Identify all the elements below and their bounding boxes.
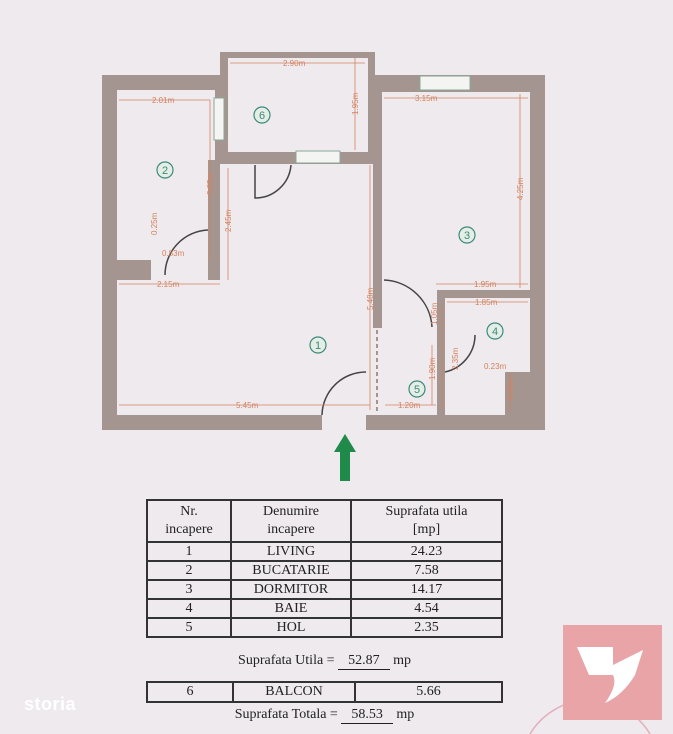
cell-name: LIVING — [230, 541, 352, 562]
dim-hall-depth: 1.90m — [428, 357, 437, 380]
bedroom-door — [383, 279, 433, 328]
cell-area: 4.54 — [350, 598, 503, 619]
dim-kitchen-height: 3.85m — [206, 172, 215, 195]
header-area: Suprafata utila — [385, 504, 468, 519]
dim-kitchen-door-offset: 0.25m — [150, 212, 159, 235]
bedroom-window — [419, 75, 471, 91]
dim-bath-height: 2.35m — [451, 347, 460, 370]
cell-nr: 5 — [146, 617, 232, 638]
header-area-unit: [mp] — [412, 522, 441, 537]
header-name-sub: incapere — [267, 522, 315, 537]
cell-area: 24.23 — [350, 541, 503, 562]
doors — [164, 164, 476, 416]
cell-name: BALCON — [232, 681, 356, 703]
bird-logo-icon — [577, 647, 643, 703]
cell-name: DORMITOR — [230, 579, 352, 600]
dim-living-height: 5.48m — [366, 287, 375, 310]
cell-nr: 6 — [146, 681, 234, 703]
header-nr: Nr. — [180, 504, 198, 519]
dim-bath-notch-width: 0.23m — [484, 362, 507, 371]
windows — [213, 75, 471, 164]
total-area-label: Suprafata Totala = — [234, 707, 338, 722]
total-area-value: 58.53 — [341, 707, 393, 724]
entrance-arrow-icon — [334, 434, 356, 481]
cell-nr: 2 — [146, 560, 232, 581]
cell-nr: 1 — [146, 541, 232, 562]
room-marker-4: 4 — [492, 326, 498, 338]
dim-bedroom-width: 3.15m — [415, 94, 438, 103]
table-header: Nr. incapere Denumire incapere Suprafata u… — [146, 499, 503, 543]
balcony-door — [254, 164, 292, 199]
dim-bath-door-offset: 1.05m — [430, 302, 439, 325]
floor-plan: 2.90m 1.95m 2.01m 3.85m 0.25m 0.83m 2.45… — [102, 52, 545, 481]
dim-bath-notch-height: 0.80m — [506, 377, 515, 400]
dim-kitchen-width: 2.01m — [152, 96, 175, 105]
dim-living-width-bottom: 5.45m — [236, 401, 259, 410]
usable-area-label: Suprafata Utila = — [238, 653, 335, 668]
dimension-labels: 2.90m 1.95m 2.01m 3.85m 0.25m 0.83m 2.45… — [150, 59, 525, 410]
room-marker-1: 1 — [315, 340, 321, 352]
bedroom-interior — [382, 92, 530, 290]
cell-name: BAIE — [230, 598, 352, 619]
cell-nr: 4 — [146, 598, 232, 619]
dim-bedroom-height: 4.25m — [516, 177, 525, 200]
hall-interior — [382, 328, 437, 415]
usable-area-unit: mp — [393, 653, 411, 668]
room-marker-2: 2 — [162, 165, 168, 177]
kitchen-window — [213, 97, 225, 141]
cell-name: BUCATARIE — [230, 560, 352, 581]
dim-balcony-width: 2.90m — [283, 59, 306, 68]
room-marker-5: 5 — [414, 384, 420, 396]
balcony-door-window — [295, 150, 341, 164]
entrance-door — [321, 371, 367, 416]
living-interior — [117, 280, 375, 415]
usable-area-value: 52.87 — [338, 653, 390, 670]
table-row: 6 BALCON 5.66 — [146, 681, 503, 703]
total-area-summary: Suprafata Totala = 58.53 mp — [146, 707, 503, 724]
cell-area: 2.35 — [350, 617, 503, 638]
balcony-interior — [228, 58, 368, 152]
cell-area: 5.66 — [354, 681, 503, 703]
entrance-opening — [322, 412, 366, 432]
dim-balcony-depth: 1.95m — [351, 92, 360, 115]
header-name: Denumire — [263, 504, 319, 519]
dim-hall-width: 1.20m — [398, 401, 421, 410]
room-markers — [156, 106, 504, 398]
usable-area-summary: Suprafata Utila = 52.87 mp — [146, 653, 503, 670]
room-marker-6: 6 — [259, 110, 265, 122]
kitchen-door — [164, 229, 209, 276]
room-marker-3: 3 — [464, 230, 470, 242]
storia-watermark: storia — [24, 694, 77, 714]
dim-living-upper-height: 2.45m — [224, 209, 233, 232]
brand-logo — [563, 625, 662, 720]
dim-bedroom-bottom-width: 1.95m — [474, 280, 497, 289]
dim-kitchen-door-width: 0.83m — [162, 249, 185, 258]
cell-area: 7.58 — [350, 560, 503, 581]
total-area-unit: mp — [396, 707, 415, 722]
balcony-table: 6 BALCON 5.66 — [146, 681, 503, 703]
dim-living-width-mid: 2.15m — [157, 280, 180, 289]
room-interiors — [117, 58, 530, 432]
dim-bath-width: 1.85m — [475, 298, 498, 307]
bathroom-door — [444, 334, 476, 373]
cell-nr: 3 — [146, 579, 232, 600]
cell-area: 14.17 — [350, 579, 503, 600]
rooms-table: Nr. incapere Denumire incapere Suprafata u… — [146, 499, 503, 638]
cell-name: HOL — [230, 617, 352, 638]
header-nr-sub: incapere — [165, 522, 213, 537]
